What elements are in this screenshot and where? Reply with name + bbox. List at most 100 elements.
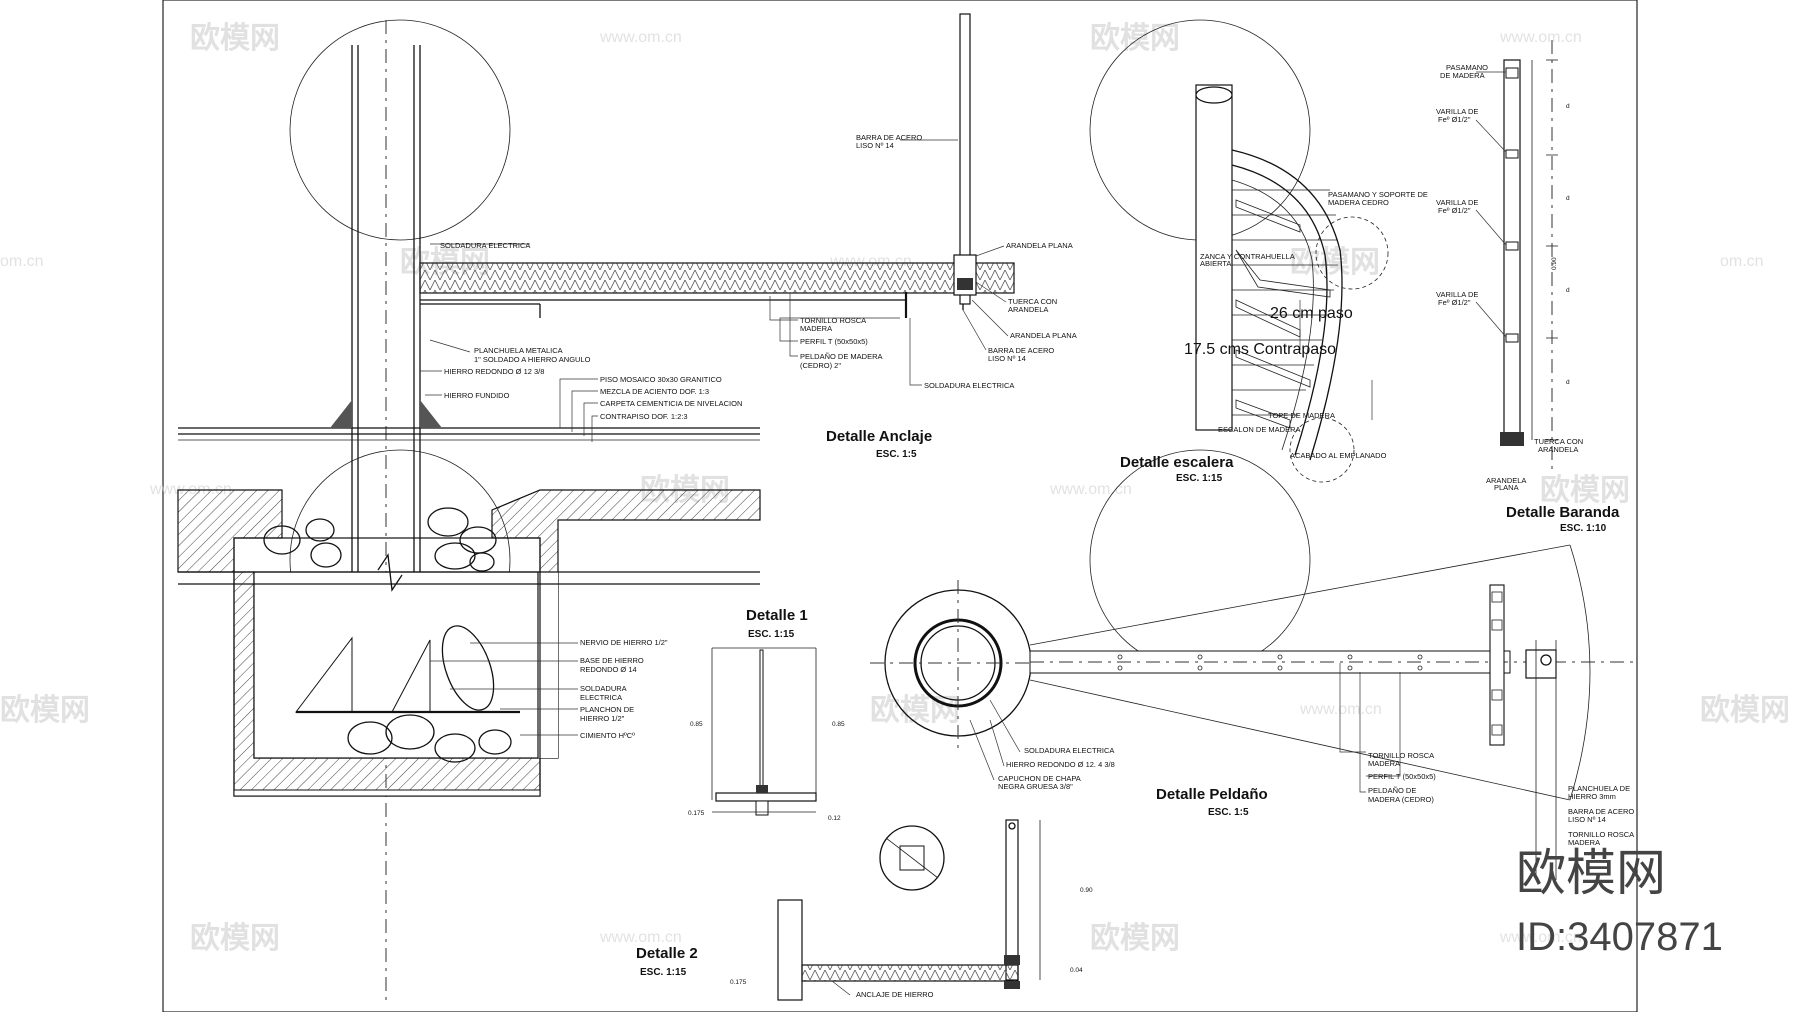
note-peldano-2: (CEDRO) 2" (800, 361, 841, 370)
note-contrapiso: CONTRAPISO DOF. 1:2:3 (600, 412, 688, 421)
detalle-baranda: d d d d 0.90 PASAMANO DE MADERA VARILLA … (1436, 40, 1620, 534)
watermark-text: 欧模网 (0, 694, 90, 727)
note-varilla-2: Feº Ø1/2" (1438, 298, 1471, 307)
brand-id: ID:3407871 (1516, 915, 1723, 959)
note-tuerca: TUERCA CON (1008, 297, 1057, 306)
note-varilla: VARILLA DE (1436, 107, 1478, 116)
note-tornillo-r-2: MADERA (1568, 838, 1600, 847)
column-section (177, 13, 1015, 1000)
note-tornillo-r: TORNILLO ROSCA (1568, 830, 1634, 839)
note-tornillo: TORNILLO ROSCA (800, 316, 866, 325)
note-planchuela-peldano: PLANCHUELA DE (1568, 784, 1630, 793)
note-piso: PISO MOSAICO 30x30 GRANITICO (600, 375, 722, 384)
note-soldadura: SOLDADURA ELECTRICA (440, 241, 530, 250)
dim-d2-b: 0.175 (730, 979, 747, 986)
scale-detalle-baranda: ESC. 1:10 (1560, 523, 1607, 534)
watermark-text: 欧模网 (190, 22, 280, 55)
watermark-text: 欧模网 (190, 922, 280, 955)
note-soldadura-peldano: SOLDADURA ELECTRICA (1024, 746, 1114, 755)
note-varilla-2: Feº Ø1/2" (1438, 115, 1471, 124)
watermark-text: 欧模网 (1700, 694, 1790, 727)
dim-baranda-d: d (1566, 195, 1570, 202)
note-arandela-baranda: ARANDELA (1486, 476, 1526, 485)
dim-baranda-d: d (1566, 287, 1570, 294)
note-barra-acero-b2: LISO Nº 14 (988, 354, 1026, 363)
note-zanca: ZANCA Y CONTRAHUELLA (1200, 252, 1295, 261)
note-soldadura-anclaje: SOLDADURA ELECTRICA (924, 381, 1014, 390)
title-detalle-peldano: Detalle Peldaño (1156, 786, 1268, 803)
note-tuerca-baranda-2: ARANDELA (1538, 445, 1578, 454)
note-pasamano-2: DE MADERA (1440, 71, 1485, 80)
note-cimiento: CIMIENTO HºCº (580, 731, 635, 740)
dim-d1-a: 0.85 (690, 721, 703, 728)
note-peldano-madera: PELDAÑO DE (1368, 786, 1416, 795)
dim-baranda-d: d (1566, 103, 1570, 110)
detalle-anclaje: BARRA DE ACERO LISO Nº 14 ARANDELA PLANA… (769, 133, 1077, 460)
watermark-url: www.om.cn (599, 929, 682, 946)
watermark-layer: 欧模网 www.om.cn 欧模网 www.om.cn om.cn 欧模网 ww… (0, 19, 1790, 955)
watermark-url: www.om.cn (1049, 481, 1132, 498)
note-planchon-2: HIERRO 1/2" (580, 714, 625, 723)
watermark-url: www.om.cn (1499, 29, 1582, 46)
note-anclaje-hierro: ANCLAJE DE HIERRO (856, 990, 934, 999)
watermark-text: 欧模网 (1290, 246, 1380, 279)
detalle-peldano: SOLDADURA ELECTRICA HIERRO REDONDO Ø 12.… (870, 544, 1634, 880)
title-detalle-baranda: Detalle Baranda (1506, 504, 1620, 521)
note-mezcla: MEZCLA DE ACIENTO DOF. 1:3 (600, 387, 709, 396)
brand-name: 欧模网 (1516, 845, 1666, 901)
detalle-2: 0.90 0.175 0.04 ANCLAJE DE HIERRO Detall… (636, 819, 1093, 1001)
watermark-url: www.om.cn (1499, 929, 1582, 946)
note-arandela-baranda-2: PLANA (1494, 483, 1519, 492)
watermark-url: www.om.cn (599, 29, 682, 46)
note-capuchon: CAPUCHON DE CHAPA (998, 774, 1081, 783)
note-barra-acero-2: LISO Nº 14 (856, 141, 894, 150)
note-arandela-plana: ARANDELA PLANA (1006, 241, 1073, 250)
watermark-text: 欧模网 (1540, 474, 1630, 507)
note-planchuela: PLANCHUELA METALICA (474, 346, 563, 355)
note-zanca-2: ABIERTA (1200, 259, 1231, 268)
note-perfil-peldano: PERFIL T (50x50x5) (1368, 772, 1436, 781)
note-acabado: ACABADO AL EMPLANADO (1290, 451, 1387, 460)
note-pasamano-escalera-2: MADERA CEDRO (1328, 198, 1389, 207)
note-varilla: VARILLA DE (1436, 290, 1478, 299)
note-tornillo-peldano-2: MADERA (1368, 759, 1400, 768)
note-barra-peldano-2: LISO Nº 14 (1568, 815, 1606, 824)
note-soldadura-base: SOLDADURA (580, 684, 627, 693)
note-hierro-peldano: HIERRO REDONDO Ø 12. 4 3/8 (1006, 760, 1115, 769)
dim-baranda-d: d (1566, 379, 1570, 386)
note-base-2: REDONDO Ø 14 (580, 665, 637, 674)
note-tuerca-2: ARANDELA (1008, 305, 1048, 314)
dim-d2-c: 0.04 (1070, 967, 1083, 974)
detalle-1: Detalle 1 ESC. 1:15 0.85 0.85 0.175 0.12 (688, 607, 845, 822)
note-tuerca-baranda: TUERCA CON (1534, 437, 1583, 446)
dim-d1-c: 0.175 (688, 810, 705, 817)
note-soldadura-base-2: ELECTRICA (580, 693, 622, 702)
note-escalon: ESCALON DE MADERA (1218, 425, 1301, 434)
scale-detalle-anclaje: ESC. 1:5 (876, 449, 917, 460)
brand-watermark: 欧模网 ID:3407871 (1516, 845, 1723, 959)
note-tornillo-2: MADERA (800, 324, 832, 333)
title-detalle-2: Detalle 2 (636, 945, 698, 962)
note-planchuela-2: 1" SOLDADO A HIERRO ANGULO (474, 355, 591, 364)
note-planchon: PLANCHON DE (580, 705, 634, 714)
scale-detalle-escalera: ESC. 1:15 (1176, 473, 1223, 484)
scale-detalle-peldano: ESC. 1:5 (1208, 807, 1249, 818)
title-detalle-anclaje: Detalle Anclaje (826, 428, 932, 445)
note-capuchon-2: NEGRA GRUESA 3/8" (998, 782, 1073, 791)
watermark-url: om.cn (0, 253, 44, 270)
title-detalle-1: Detalle 1 (746, 607, 808, 624)
scale-detalle-1: ESC. 1:15 (748, 629, 795, 640)
note-pasamano: PASAMANO (1446, 63, 1488, 72)
column-notes: SOLDADURA ELECTRICA PLANCHUELA METALICA … (420, 241, 742, 740)
note-tornillo-peldano: TORNILLO ROSCA (1368, 751, 1434, 760)
dim-d2-a: 0.90 (1080, 887, 1093, 894)
note-base: BASE DE HIERRO (580, 656, 644, 665)
dim-d1-d: 0.12 (828, 815, 841, 822)
label-paso: 26 cm paso (1270, 305, 1353, 322)
note-peldano-madera-2: MADERA (CEDRO) (1368, 795, 1434, 804)
dim-d1-b: 0.85 (832, 721, 845, 728)
note-arandela-plana-bottom: ARANDELA PLANA (1010, 331, 1077, 340)
watermark-text: 欧模网 (1090, 922, 1180, 955)
